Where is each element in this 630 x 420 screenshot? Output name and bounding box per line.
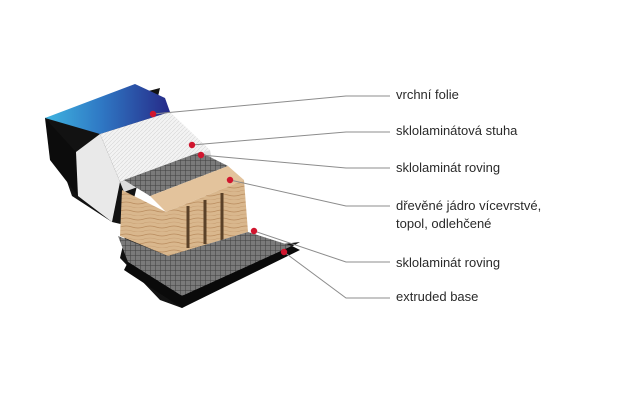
upper-roving-layer <box>124 152 228 196</box>
extruded-base-edge <box>124 246 300 308</box>
glass-tape-side <box>76 134 120 222</box>
leader-line-0 <box>152 95 390 115</box>
wood-core-top <box>150 166 244 212</box>
red-dot-icon <box>250 227 258 235</box>
sidewall-left <box>45 118 78 196</box>
leader-line-5 <box>283 251 390 299</box>
label-glass-tape: sklolaminátová stuha <box>396 123 518 138</box>
leader-line-3 <box>229 179 390 207</box>
top-foil-layer <box>45 84 170 134</box>
glass-tape-layer <box>100 112 210 182</box>
label-upper-roving: sklolaminát roving <box>396 160 501 175</box>
wood-core-front <box>120 180 248 256</box>
label-extruded-base: extruded base <box>396 289 479 304</box>
red-dot-icon <box>188 141 196 149</box>
lower-roving-layer <box>118 232 292 296</box>
red-dot-icon <box>149 110 157 118</box>
label-top-foil: vrchní folie <box>396 87 459 102</box>
leader-line-2 <box>200 154 390 169</box>
label-wood-core-line-2: topol, odlehčené <box>396 216 492 231</box>
leader-line-4 <box>253 230 390 263</box>
markers <box>149 110 288 256</box>
red-dot-icon <box>226 176 234 184</box>
red-dot-icon <box>280 248 288 256</box>
label-lower-roving: sklolaminát roving <box>396 255 501 270</box>
wood-core-ribs <box>186 193 224 248</box>
leader-lines <box>152 95 390 299</box>
red-dot-icon <box>197 151 205 159</box>
label-wood-core-line-1: dřevěné jádro vícevrstvé, <box>396 198 542 213</box>
leader-line-1 <box>191 131 390 146</box>
